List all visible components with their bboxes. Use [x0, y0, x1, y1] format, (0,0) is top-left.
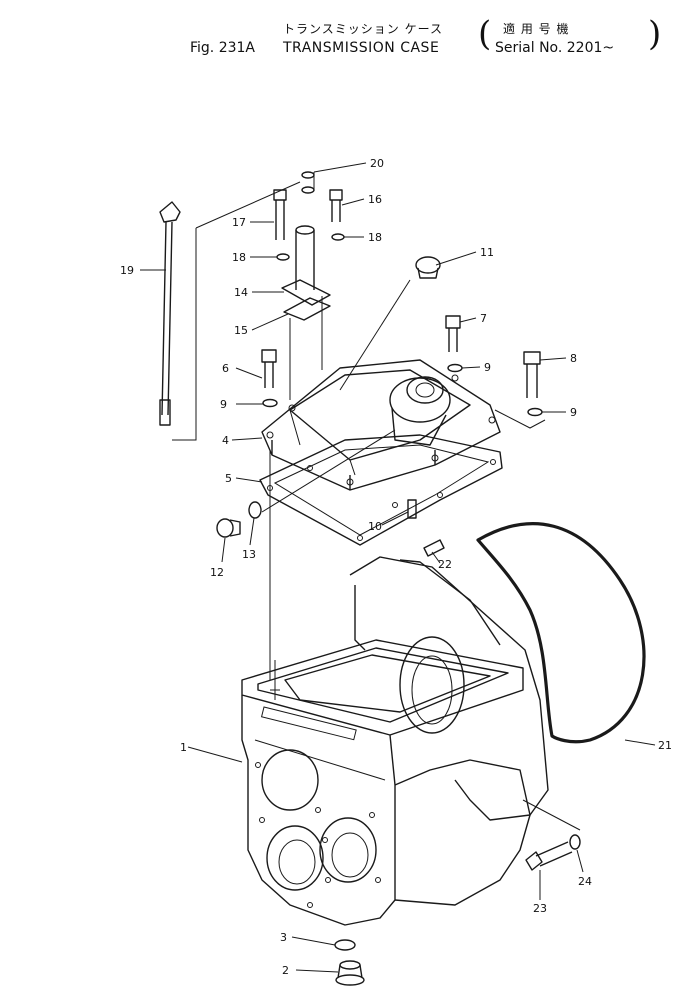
- japanese-title: トランスミッション ケース: [283, 22, 443, 36]
- callout-9-upper: 9: [484, 361, 491, 374]
- callout-15: 15: [234, 324, 248, 337]
- figure-title: TRANSMISSION CASE: [283, 40, 440, 56]
- leader-lines: [140, 162, 656, 973]
- callout-13: 13: [242, 548, 256, 561]
- callout-7: 7: [480, 312, 487, 325]
- cover-gasket: [259, 434, 503, 546]
- bolt-16: [329, 189, 343, 222]
- callout-1: 1: [180, 741, 187, 754]
- japanese-serial-label: 適 用 号 機: [503, 22, 570, 36]
- callout-18-right: 18: [368, 231, 382, 244]
- washer-24: [569, 834, 581, 850]
- pin-22: [423, 539, 445, 557]
- callout-23: 23: [533, 902, 547, 915]
- figure-number: Fig. 231A: [190, 40, 256, 56]
- callout-3: 3: [280, 931, 287, 944]
- transmission-case: [241, 556, 549, 926]
- callout-9-right: 9: [570, 406, 577, 419]
- callout-8: 8: [570, 352, 577, 365]
- callout-19: 19: [120, 264, 134, 277]
- callout-6: 6: [222, 362, 229, 375]
- callout-18-left: 18: [232, 251, 246, 264]
- callout-2: 2: [282, 964, 289, 977]
- o-ring-21: [476, 522, 646, 744]
- callout-4: 4: [222, 434, 229, 447]
- bolt-6: [261, 349, 277, 388]
- washer-13: [248, 501, 262, 519]
- breather-gasket: [283, 297, 331, 321]
- paren-close: ): [648, 14, 662, 54]
- plug-12: [216, 518, 241, 538]
- bolt-23: [525, 841, 573, 871]
- washer-18-left: [276, 253, 290, 261]
- callout-9-left: 9: [220, 398, 227, 411]
- dipstick: [159, 201, 181, 426]
- callout-labels: 1 2 3 4 5 6 7 8 9 9 9 10 11 12 13 14 15 …: [120, 157, 672, 977]
- alignment-lines: [172, 181, 581, 831]
- washer-9-upper: [447, 363, 463, 373]
- washer-18-right: [331, 233, 345, 241]
- callout-17: 17: [232, 216, 246, 229]
- callout-12: 12: [210, 566, 224, 579]
- o-ring-20-upper: [301, 171, 315, 179]
- o-ring-3: [334, 939, 356, 951]
- bolt-7: [445, 315, 461, 352]
- plug-11: [415, 256, 441, 279]
- o-ring-20-lower: [301, 186, 315, 194]
- drain-plug-2: [335, 960, 365, 986]
- callout-14: 14: [234, 286, 248, 299]
- bolt-17: [273, 189, 287, 240]
- callout-24: 24: [578, 875, 592, 888]
- callout-10: 10: [368, 520, 382, 533]
- callout-16: 16: [368, 193, 382, 206]
- callout-5: 5: [225, 472, 232, 485]
- transmission-cover: [261, 359, 501, 491]
- bolt-8: [523, 351, 541, 398]
- callout-22: 22: [438, 558, 452, 571]
- paren-open: (: [478, 14, 492, 54]
- serial-range: Serial No. 2201~: [495, 40, 615, 56]
- washer-9-left: [262, 398, 278, 408]
- washer-9-right: [527, 407, 543, 417]
- callout-20: 20: [370, 157, 384, 170]
- callout-21: 21: [658, 739, 672, 752]
- breather-tube: [281, 225, 331, 306]
- callout-11: 11: [480, 246, 494, 259]
